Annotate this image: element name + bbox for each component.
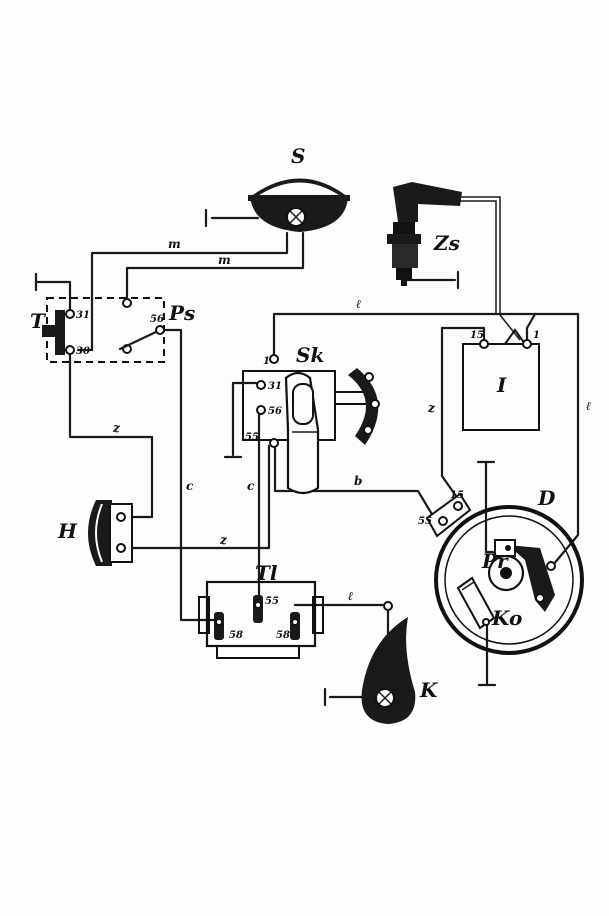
wire-ht-2: [460, 200, 497, 315]
term-1-I: 1: [533, 330, 540, 341]
label-Pr: Pr: [481, 549, 509, 573]
wire-label-z-left: z: [112, 421, 121, 435]
term-1-Sk: 1: [263, 356, 270, 367]
term-31-Sk: 31: [268, 381, 282, 392]
wire-label-l-top: ℓ: [356, 297, 361, 311]
wire-t-ground: [34, 280, 72, 314]
wire-label-l-k: ℓ: [348, 589, 353, 603]
term-55-D: 55: [418, 516, 432, 527]
term-55-Sk: 55: [245, 432, 259, 443]
wire-label-b: b: [354, 474, 362, 488]
wire-z-right: [440, 326, 486, 498]
wire-label-z-bottom: z: [219, 533, 228, 547]
tail-lamp-K: [361, 601, 416, 724]
headlamp-S: [248, 178, 350, 232]
wire-l-top: [272, 312, 580, 567]
ignition-switch-Sk: [242, 354, 380, 495]
distributor-D: [425, 492, 584, 655]
term-56-Ps: 56: [150, 314, 164, 325]
wire-I-1: [525, 312, 537, 346]
ignition-coil-I: [462, 328, 540, 431]
label-D: D: [537, 486, 556, 510]
term-31-T: 31: [76, 310, 90, 321]
wire-label-m1: m: [168, 237, 181, 251]
label-Sk: Sk: [296, 343, 324, 367]
junction-block-Tl: [198, 580, 324, 659]
label-Ko: Ko: [491, 606, 522, 630]
term-15-D: 15: [450, 490, 464, 501]
wire-z-bottom: [119, 444, 271, 550]
label-Ps: Ps: [168, 301, 195, 325]
wire-label-l-right: ℓ: [586, 399, 591, 413]
term-30-T: 30: [76, 346, 90, 357]
label-H: H: [57, 519, 78, 543]
label-T: T: [30, 309, 47, 333]
wire-label-m2: m: [218, 253, 231, 267]
wire-z-left: [68, 350, 154, 519]
spark-plug-Zs: [387, 182, 462, 286]
wire-sk-ground: [231, 381, 258, 457]
wire-label-z-right: z: [427, 401, 436, 415]
horn-H: [88, 500, 133, 566]
label-S: S: [291, 144, 305, 168]
term-58-Tl-left: 58: [229, 630, 243, 641]
terminal-labels: 31 30 56 1 31 56 55 15 1 15 55 55 58 58: [76, 310, 540, 641]
wire-b: [273, 446, 435, 518]
label-Zs: Zs: [433, 231, 460, 255]
component-labels: S Zs T Ps Sk I H D Pr Ko Tl K: [30, 144, 556, 702]
term-55-Tl: 55: [265, 596, 279, 607]
label-Tl: Tl: [255, 561, 278, 585]
switch-box-T-Ps: [42, 297, 165, 363]
wire-label-c2: c: [247, 479, 255, 493]
wire-label-c1: c: [186, 479, 194, 493]
ground-symbols: [34, 208, 497, 707]
wire-labels: m m ℓ ℓ ℓ z z z c c b: [112, 237, 591, 603]
label-I: I: [496, 373, 507, 397]
wire-c1: [161, 328, 220, 622]
label-K: K: [419, 678, 439, 702]
wire-m-outer: [76, 231, 289, 352]
term-56-Sk: 56: [268, 406, 282, 417]
wire-ht-1: [460, 196, 521, 341]
term-15-I: 15: [470, 330, 484, 341]
wire-m-inner: [125, 231, 305, 302]
term-58-Tl-right: 58: [276, 630, 290, 641]
